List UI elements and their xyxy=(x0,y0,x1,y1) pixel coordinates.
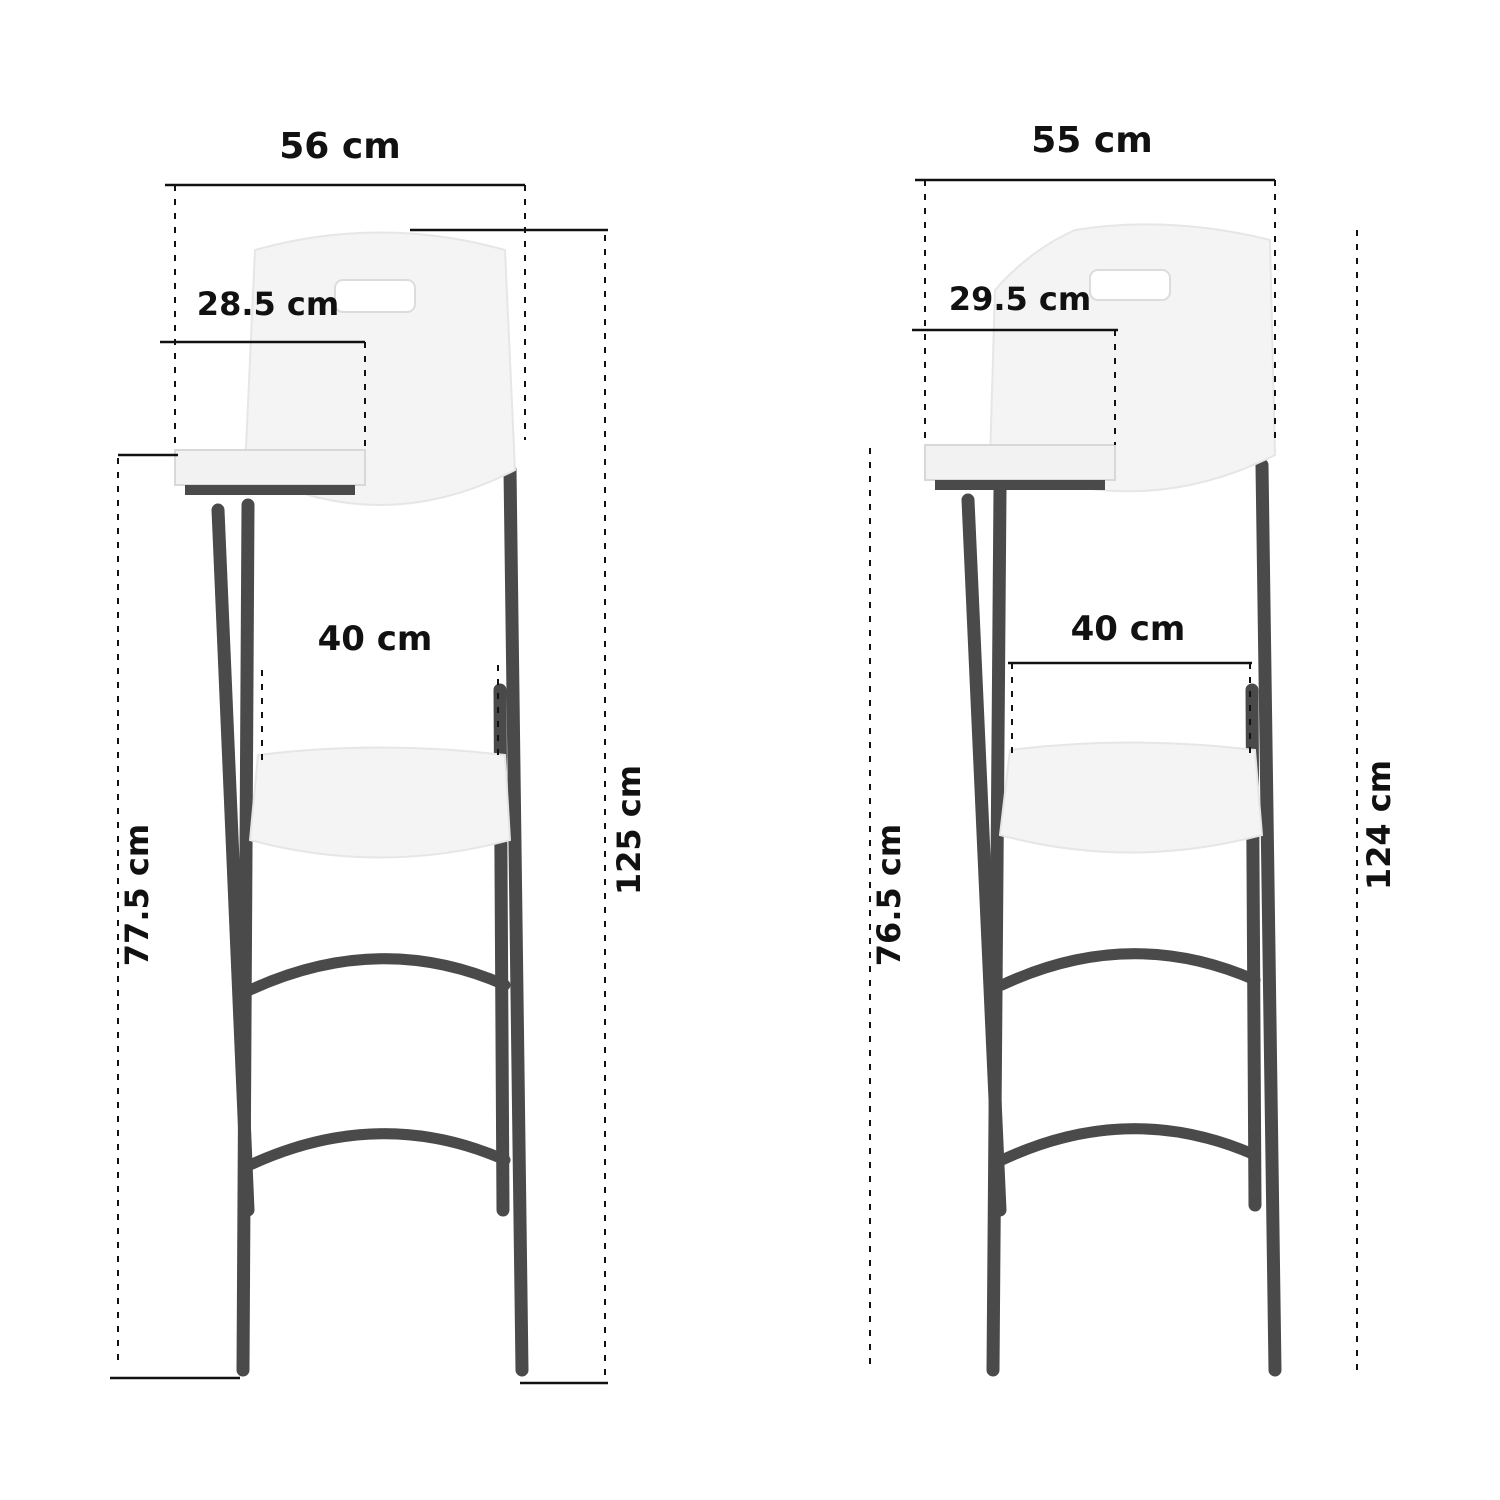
right-overall-width-label: 55 cm xyxy=(1031,120,1152,161)
right-tray-rail xyxy=(935,480,1105,490)
left-overall-width-label: 56 cm xyxy=(279,126,400,167)
right-tray-height-label: 76.5 cm xyxy=(870,824,908,966)
right-foot-rail-upper xyxy=(996,948,1261,991)
left-backrest-handle xyxy=(334,279,416,313)
left-back-leg-right xyxy=(503,463,529,1377)
right-seat-width-label: 40 cm xyxy=(1071,609,1186,649)
right-seat xyxy=(998,741,1264,854)
right-overall-height-label: 124 cm xyxy=(1360,760,1398,890)
right-back-leg-right xyxy=(1255,458,1282,1377)
left-overall-height-label: 125 cm xyxy=(610,765,648,895)
left-foot-rail-lower xyxy=(244,1128,511,1171)
right-tray-width-label: 29.5 cm xyxy=(949,280,1091,318)
right-chair xyxy=(924,223,1282,1377)
left-dimensions: 56 cm 28.5 cm 40 cm 77.5 cm 125 cm xyxy=(110,126,648,1385)
right-dimensions: 55 cm 29.5 cm 40 cm 76.5 cm 124 cm xyxy=(869,120,1398,1375)
left-back-leg-left xyxy=(236,498,255,1377)
left-seat xyxy=(248,746,512,859)
left-tray xyxy=(174,449,366,486)
left-seat-width-label: 40 cm xyxy=(318,619,433,659)
left-tray-height-label: 77.5 cm xyxy=(118,824,156,966)
left-foot-rail-upper xyxy=(244,953,511,996)
right-foot-rail-lower xyxy=(996,1123,1261,1166)
left-tray-rail xyxy=(185,485,355,495)
right-back-leg-left xyxy=(986,483,1007,1377)
left-tray-width-label: 28.5 cm xyxy=(197,285,339,323)
right-tray xyxy=(924,444,1116,481)
left-front-leg-left xyxy=(211,503,255,1217)
right-backrest xyxy=(988,223,1277,493)
right-backrest-handle xyxy=(1089,269,1171,301)
left-chair xyxy=(174,231,529,1377)
left-backrest xyxy=(243,231,517,506)
right-front-leg-left xyxy=(961,493,1007,1217)
